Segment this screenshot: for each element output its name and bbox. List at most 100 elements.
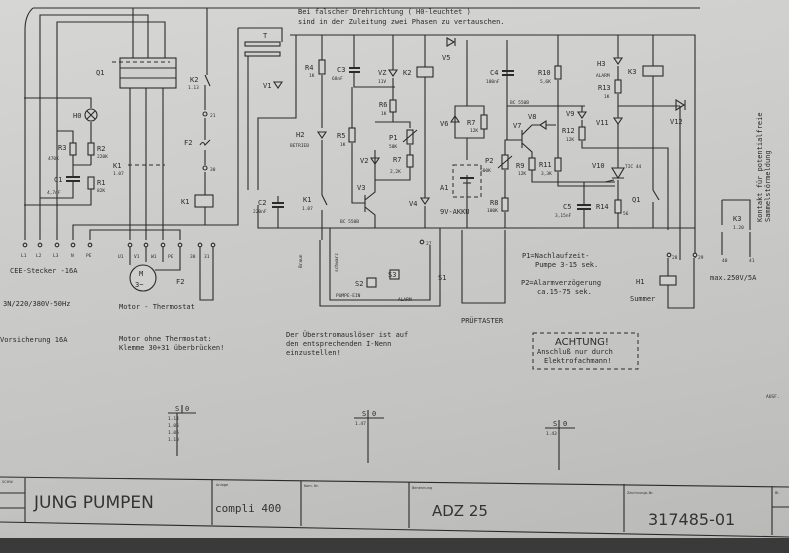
- motor-symbol: [129, 264, 157, 292]
- label: 1.13: [188, 85, 199, 91]
- buzzer-h1: [659, 275, 677, 286]
- label: S3: [388, 271, 396, 279]
- resistor-r3: [69, 142, 77, 156]
- terminal-40: 40: [722, 258, 728, 264]
- terminal-27: 27: [426, 241, 432, 247]
- terminal-29: 29: [698, 255, 704, 261]
- top-note: sind in der Zuleitung zwei Phasen zu ver…: [298, 18, 505, 26]
- switch-s2: [366, 277, 377, 288]
- label: V6: [440, 120, 448, 128]
- label: V11: [596, 119, 609, 127]
- label: Q1: [96, 69, 104, 77]
- label: 500K: [480, 168, 491, 174]
- label: S: [175, 405, 179, 413]
- table-edge: [0, 538, 789, 553]
- terminal-v1: V1: [134, 254, 140, 260]
- wire-label: Braun: [298, 254, 304, 268]
- label: 3,3K: [541, 171, 552, 177]
- label: V7: [513, 122, 521, 130]
- label: H3: [597, 60, 605, 68]
- terminal-w1: W1: [151, 254, 157, 260]
- top-note: Bei falscher Drehrichtung ( H0-leuchtet …: [298, 8, 471, 16]
- label: C1: [54, 176, 62, 184]
- label: R8: [490, 199, 498, 207]
- label: 0: [372, 410, 376, 418]
- label: V3: [357, 184, 365, 192]
- label: T: [263, 32, 268, 40]
- label: TIC 44: [625, 164, 642, 170]
- label: 220K: [97, 154, 108, 160]
- label: 5,6K: [540, 79, 551, 85]
- side-note-line: Kontakt für potentialfreie: [756, 112, 764, 222]
- wire-label: schwarz: [334, 253, 340, 272]
- label: K2: [403, 69, 411, 77]
- warning-text: Elektrofachmann!: [544, 357, 611, 365]
- label: R7: [467, 119, 475, 127]
- terminal-l3: L3: [53, 253, 59, 259]
- potentiometer-p1: [406, 129, 414, 145]
- label: K1: [113, 162, 121, 170]
- fuse-note: Vorsicherung 16A: [0, 336, 68, 344]
- label: C4: [490, 69, 498, 77]
- terminal-n: N: [71, 253, 74, 259]
- label: BC 550B: [340, 219, 359, 225]
- switch-section: Braun schwarz S2 S3 PUMPE-EIN ALARM 27 S…: [298, 199, 757, 325]
- label: R13: [598, 84, 611, 92]
- label: BETRIEB: [290, 143, 309, 149]
- version-label: AUSF.: [766, 394, 780, 400]
- warning-title: ACHTUNG!: [555, 337, 609, 348]
- resistor-r6: [389, 99, 397, 113]
- resistor-r13: [614, 79, 622, 94]
- label: 1.06: [168, 430, 179, 436]
- label: R11: [539, 161, 552, 169]
- label: 1K: [340, 142, 346, 148]
- title-block: SCHW. JUNG PUMPEN Anlage compli 400 Kom.…: [0, 476, 789, 538]
- label: PUMPE-EIN: [336, 293, 361, 299]
- side-note-line: Sammelstörmeldung: [764, 150, 772, 222]
- label: 0: [563, 420, 567, 428]
- resistor-r9: [528, 157, 536, 171]
- resistor-r5: [348, 127, 356, 143]
- resistor-r10: [554, 65, 562, 80]
- terminal-21: [202, 111, 208, 117]
- system-name: compli 400: [215, 502, 281, 515]
- cee-plug-note: CEE-Stecker -16A: [10, 267, 78, 275]
- label: ALARM: [596, 73, 610, 79]
- contact-table-k1: S 0 1.14 1.05 1.06 1.10: [168, 405, 196, 456]
- label: K1: [303, 196, 311, 204]
- label: H0: [73, 112, 81, 120]
- test-button-label: PRÜFTASTER: [461, 316, 504, 325]
- switch-s3: [389, 269, 400, 280]
- label: 68nF: [332, 76, 343, 82]
- supply-terminals: L1 L2 L3 N PE CEE-Stecker -16A 3N/220/38…: [0, 242, 93, 344]
- label: 220nF: [253, 209, 267, 215]
- label: K1: [181, 198, 189, 206]
- label: Anlage: [216, 483, 228, 487]
- label: V8: [528, 113, 536, 121]
- label: 12K: [566, 137, 574, 143]
- company-name: JUNG PUMPEN: [33, 493, 154, 513]
- motor-protection-switch-q1: [119, 57, 177, 89]
- label: Q1: [632, 196, 640, 204]
- label: S2: [355, 280, 363, 288]
- label: VZ: [378, 69, 386, 77]
- label: C5: [563, 203, 571, 211]
- label: 82K: [97, 188, 105, 194]
- terminal-30: [202, 165, 208, 171]
- label: R14: [596, 203, 609, 211]
- contact-table-k3: S 0 1.43: [545, 420, 575, 470]
- label: R5: [337, 132, 345, 140]
- warning-text: Anschluß nur durch: [537, 348, 613, 356]
- label: BC 550B: [510, 100, 529, 106]
- resistor-r1: [87, 176, 95, 190]
- resistor-r14: [614, 199, 622, 214]
- battery-a1: [452, 164, 482, 198]
- resistor-r8: [501, 197, 509, 212]
- label: 3,15nF: [555, 213, 572, 219]
- label: ALARM: [398, 297, 412, 303]
- label: R1: [97, 179, 105, 187]
- control-board: T V1 C2 220nF R4 1K H2 BETRIEB K1 1.07 C…: [238, 27, 696, 260]
- overcurrent-note: den entsprechenden I-Nenn: [286, 340, 391, 348]
- label: R6: [379, 101, 387, 109]
